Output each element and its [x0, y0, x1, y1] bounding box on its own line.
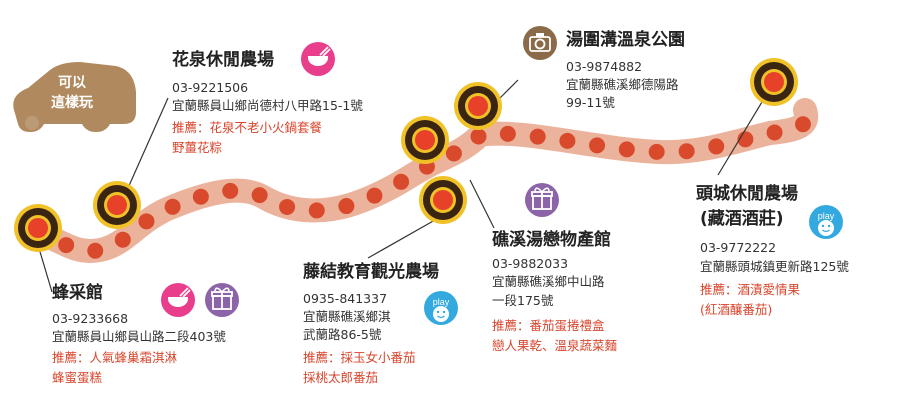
road-dot	[648, 143, 665, 160]
stop-name-tangweigou: 湯圍溝溫泉公園	[566, 30, 685, 50]
stop-address-tengjie: 宜蘭縣礁溪鄉淇	[303, 309, 391, 324]
stop-name-jiaoxi: 礁溪湯戀物產館	[492, 230, 611, 250]
play-label: play	[433, 297, 450, 307]
stop-phone-jiaoxi: 03-9882033	[492, 256, 569, 271]
marker-huaquan	[93, 181, 141, 229]
road-dot	[678, 143, 695, 160]
stop-recommend-huaquan: 野薑花粽	[172, 140, 223, 155]
car-badge: 可以 這樣玩	[13, 62, 136, 132]
stop-address-jiaoxi: 一段175號	[492, 293, 554, 308]
road-dot	[618, 141, 635, 158]
car-badge-wheel	[25, 116, 39, 130]
badge-line1: 可以	[58, 75, 86, 91]
stop-name-fengcai: 蜂采館	[52, 283, 103, 303]
road-dot	[279, 198, 296, 215]
road-dot	[164, 198, 181, 215]
road-dot	[366, 187, 383, 204]
stop-name-huaquan: 花泉休閒農場	[172, 50, 274, 70]
stop-recommend-tengjie: 採桃太郎番茄	[303, 370, 379, 385]
stop-name-toucheng: 頭城休閒農場	[696, 184, 798, 204]
stop-recommend-huaquan: 推薦：花泉不老小火鍋套餐	[172, 120, 323, 135]
play-label: play	[818, 211, 835, 221]
marker-jiaoxi	[401, 116, 449, 164]
stop-address-tangweigou: 99-11號	[566, 95, 615, 110]
road-dot	[338, 198, 355, 215]
road-dot	[529, 128, 546, 145]
markers	[14, 58, 798, 252]
gift-icon	[205, 283, 239, 317]
play-face-icon: play	[424, 291, 458, 325]
road-dot	[114, 231, 131, 248]
food-bowl-icon	[301, 42, 335, 76]
road-dot	[308, 202, 325, 219]
stop-address-jiaoxi: 宜蘭縣礁溪鄉中山路	[492, 274, 605, 289]
stop-name-tengjie: 藤結教育觀光農場	[303, 262, 439, 282]
stop-recommend-toucheng: (紅酒釀番茄)	[700, 302, 773, 317]
route-road-dots	[31, 116, 811, 259]
road-dot	[222, 182, 239, 199]
road-dot	[794, 116, 811, 133]
road-dot	[251, 187, 268, 204]
marker-tangweigou	[454, 82, 502, 130]
stop-phone-fengcai: 03-9233668	[52, 311, 129, 326]
food-bowl-icon	[161, 283, 195, 317]
stop-phone-tengjie: 0935-841337	[303, 291, 388, 306]
stop-address-fengcai: 宜蘭縣員山鄉員山路二段403號	[52, 329, 226, 344]
leader-line	[499, 79, 519, 99]
leader-line	[37, 244, 53, 293]
stop-name-toucheng-sub: (藏酒酒莊)	[700, 209, 784, 229]
stop-address-tangweigou: 宜蘭縣礁溪鄉德陽路	[566, 77, 679, 92]
road-dot	[766, 124, 783, 141]
car-badge-shape	[13, 62, 136, 132]
leader-lines	[37, 79, 769, 293]
stop-phone-tangweigou: 03-9874882	[566, 59, 643, 74]
road-dot	[445, 145, 462, 162]
road-dot	[58, 237, 75, 254]
gift-icon	[525, 183, 559, 217]
road-dot	[499, 125, 516, 142]
marker-tengjie	[419, 176, 467, 224]
stop-address-huaquan: 宜蘭縣員山鄉尚德村八甲路15-1號	[172, 98, 363, 113]
road-dot	[138, 213, 155, 230]
stop-phone-toucheng: 03-9772222	[700, 240, 777, 255]
road-dot	[192, 188, 209, 205]
leader-line	[717, 91, 769, 176]
play-face-icon: play	[809, 205, 843, 239]
marker-fengcai	[14, 204, 62, 252]
stop-recommend-fengcai: 推薦：人氣蜂巢霜淇淋	[52, 350, 178, 365]
stop-address-toucheng: 宜蘭縣頭城鎮更新路125號	[700, 259, 849, 274]
stop-recommend-jiaoxi: 戀人果乾、溫泉蔬菜麵	[492, 338, 618, 353]
marker-toucheng	[750, 58, 798, 106]
camera-icon	[523, 26, 557, 60]
road-dot	[393, 173, 410, 190]
stop-recommend-fengcai: 蜂蜜蛋糕	[52, 370, 103, 385]
road-dot	[470, 128, 487, 145]
leader-line	[127, 97, 169, 189]
leader-line	[367, 219, 436, 259]
stop-address-tengjie: 武蘭路86-5號	[303, 327, 382, 342]
stop-phone-huaquan: 03-9221506	[172, 80, 249, 95]
stop-recommend-tengjie: 推薦：採玉女小番茄	[303, 350, 416, 365]
stop-recommend-jiaoxi: 推薦：番茄蛋捲禮盒	[492, 318, 605, 333]
road-dot	[87, 242, 104, 259]
road-dot	[559, 132, 576, 149]
leader-line	[469, 179, 495, 229]
stop-recommend-toucheng: 推薦：酒漬愛情果	[700, 282, 801, 297]
road-dot	[708, 138, 725, 155]
road-dot	[589, 137, 606, 154]
badge-line2: 這樣玩	[51, 94, 93, 111]
